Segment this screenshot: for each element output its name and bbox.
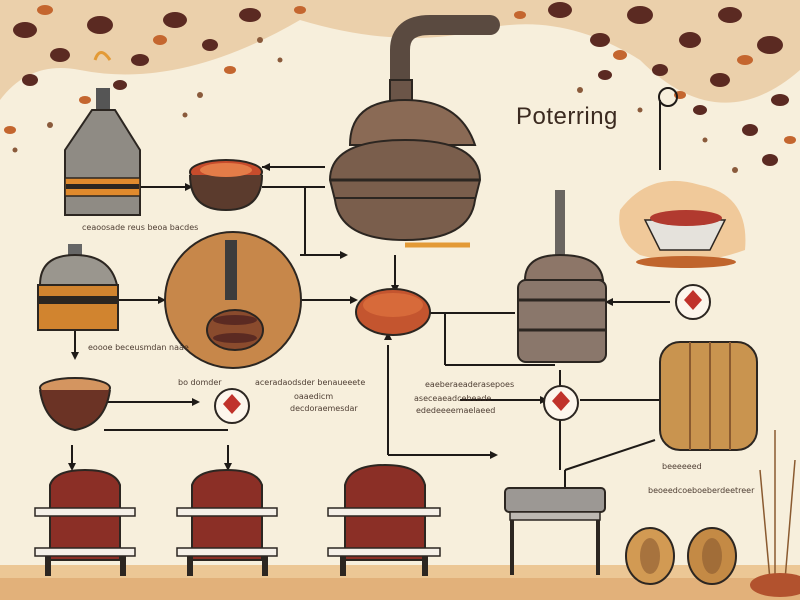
caption-9: ededeeeemaelaeed <box>416 406 496 415</box>
tag-icon-2 <box>214 388 250 424</box>
funnel-still-icon <box>64 51 141 216</box>
diagram-title: Poterring <box>516 103 618 130</box>
spice-bowl-icon <box>189 159 263 212</box>
furnace-icon-1 <box>34 468 136 576</box>
small-barrel-icon-1 <box>625 527 675 585</box>
caption-8: aseceaeadcebeade <box>414 394 492 403</box>
flow-lines <box>71 100 670 490</box>
tag-icon-3 <box>543 385 579 421</box>
pot-still-icon <box>37 244 119 331</box>
beans-decoration <box>0 0 800 173</box>
furnace-icon-2 <box>176 468 278 576</box>
caption-6: decdoraemesdar <box>290 404 358 413</box>
barrel-icon <box>659 341 758 451</box>
furnace-icon-3 <box>327 463 441 576</box>
caption-1: ceaoosade reus beoa bacdes <box>82 223 199 232</box>
caption-11: beoeedcoeboeberdeetreer <box>648 486 755 495</box>
small-barrel-icon-2 <box>687 527 737 585</box>
distillation-scene-icon <box>164 231 302 369</box>
spice-dish-icon <box>619 180 746 268</box>
caption-7: eaeberaeaderasepoes <box>425 380 515 389</box>
caption-3: bo domder <box>178 378 222 387</box>
tag-icon-1 <box>675 284 711 320</box>
rack-icon <box>504 487 606 575</box>
caption-2: eoooe beceusmdan naae <box>88 343 189 352</box>
grain-bowl-icon <box>39 377 111 432</box>
caption-10: beeeeeed <box>662 462 702 471</box>
caption-5: oaaedicm <box>294 392 334 401</box>
marker-circle <box>658 87 678 107</box>
plant-decoration <box>750 430 800 597</box>
alembic-still-icon <box>328 15 500 248</box>
mash-bowl-icon <box>355 288 431 336</box>
kettle-icon <box>517 190 607 363</box>
caption-4: aceradaodsder benaueeete <box>255 378 366 387</box>
